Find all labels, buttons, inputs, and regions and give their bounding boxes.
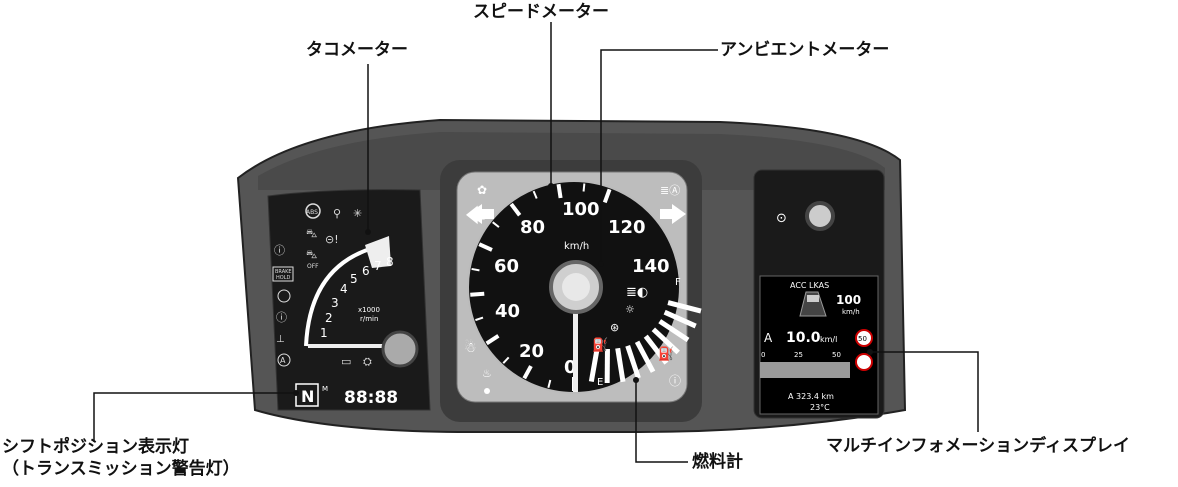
no-overtaking-sign-icon — [856, 354, 872, 370]
mid-economy-prefix: A — [764, 331, 773, 345]
tach-tick-4: 4 — [340, 282, 348, 296]
shift-position-callout-line1: シフトポジション表示灯 — [2, 437, 189, 457]
speed-tick-mark — [558, 184, 560, 198]
tach-tick-6: 6 — [362, 264, 370, 278]
speed-tick-mark — [472, 269, 480, 270]
shift-leader-dot — [293, 390, 299, 396]
speed-sign-value: 50 — [858, 335, 867, 343]
mid-lead-car — [807, 295, 819, 302]
shift-position-callout-line2: （トランスミッション警告灯） — [2, 459, 240, 479]
fuel-empty-label: E — [597, 377, 603, 388]
brake-warning-icon: ⓘ — [274, 244, 285, 257]
mid-assist-labels: ACC LKAS — [790, 281, 829, 290]
mid-temperature: 23°C — [810, 403, 830, 412]
mid-economy-bar — [760, 362, 850, 378]
tach-tick-2: 2 — [325, 311, 333, 325]
oil-level-icon: ⊥ — [276, 334, 285, 345]
speed-label-100: 100 — [562, 199, 600, 220]
left-pod — [268, 190, 430, 410]
tach-tick-8: 8 — [386, 255, 394, 269]
multi-info-display-callout: マルチインフォメーションディスプレイ — [826, 436, 1130, 456]
immobilizer-icon: ♨ — [482, 367, 492, 380]
off-indicator-icon: ⛍ — [306, 248, 317, 261]
tach-tick-5: 5 — [350, 272, 358, 286]
seatbelt-icon: ⚲ — [333, 207, 341, 220]
tach-unit-line2: r/min — [360, 315, 378, 323]
cruise-main-icon: ⊙ — [776, 211, 787, 226]
abs-warning-label: ABS — [306, 209, 318, 216]
tachometer-leader-dot — [365, 229, 371, 235]
speedometer-hub-inner — [562, 273, 590, 301]
headlight-icon: ≣◐ — [626, 285, 648, 300]
speed-label-140: 140 — [632, 256, 670, 277]
auto-idle-label: A — [280, 356, 286, 365]
trip-knob[interactable] — [383, 332, 417, 366]
engine-alert-icon: ⊝! — [325, 233, 339, 246]
tachometer-callout: タコメーター — [306, 40, 408, 60]
fuel-gauge-callout: 燃料計 — [692, 452, 743, 472]
center-pod-indicator-dot — [484, 388, 490, 394]
ambient-leader-dot — [598, 261, 604, 267]
tire-pressure-icon: ✳ — [353, 207, 362, 220]
speed-label-120: 120 — [608, 217, 646, 238]
eco-leaf-icon: ✿ — [477, 183, 487, 197]
ambient-meter-callout: アンビエントメーター — [720, 40, 889, 60]
digital-clock: 88:88 — [344, 388, 398, 408]
multi-info-display: ACC LKAS 100 km/h A 10.0 km/l 50 0 25 50… — [760, 276, 878, 414]
speed-label-20: 20 — [519, 341, 544, 362]
shift-mode-label: M — [322, 385, 328, 393]
fog-lamp-icon: ⊛ — [610, 321, 619, 334]
speed-tick-mark — [470, 294, 484, 295]
tach-needle — [308, 344, 388, 348]
position-lamp-icon: ☼ — [625, 303, 635, 316]
mid-economy-value: 10.0 — [786, 330, 821, 346]
speedometer-leader-dot — [548, 183, 554, 189]
engine-check-icon: ⛭ — [363, 355, 372, 368]
shift-position-display: N M 88:88 — [296, 384, 398, 408]
tach-unit-line1: x1000 — [358, 306, 380, 314]
high-beam-icon: ≣Ⓐ — [660, 184, 680, 197]
mid-scale-0: 0 — [761, 351, 765, 359]
speed-label-40: 40 — [495, 301, 520, 322]
brake-hold-line2: HOLD — [276, 275, 290, 281]
mid-scale-25: 25 — [794, 351, 803, 359]
fuel-leader-dot — [633, 377, 639, 383]
tach-tick-1: 1 — [320, 326, 328, 340]
parking-brake-icon: ⓘ — [276, 311, 287, 324]
speedometer-callout: スピードメーター — [473, 2, 609, 22]
stability-icon: ⛍ — [306, 227, 317, 240]
mid-set-speed: 100 — [836, 293, 861, 307]
airbag-icon: ☃ — [464, 339, 477, 356]
multi-info-leader-dot — [867, 349, 873, 355]
low-fuel-icon: ⛽ — [658, 346, 674, 362]
mid-scale-50: 50 — [832, 351, 841, 359]
brightness-knob[interactable] — [807, 203, 833, 229]
speed-unit-label: km/h — [564, 241, 589, 252]
mid-trip-text: A 323.4 km — [788, 392, 834, 401]
fuel-full-label: F — [675, 277, 681, 288]
fuel-pump-icon: ⛽ — [592, 337, 608, 353]
mid-set-speed-unit: km/h — [842, 308, 860, 316]
speed-label-80: 80 — [520, 217, 545, 238]
speed-tick-mark — [584, 184, 585, 192]
tach-tick-3: 3 — [331, 296, 339, 310]
info-icon: ⓘ — [669, 374, 681, 388]
battery-icon: ▭ — [341, 355, 351, 368]
speed-label-60: 60 — [494, 256, 519, 277]
shift-gear-letter: N — [301, 387, 314, 406]
tach-tick-7: 7 — [374, 259, 382, 273]
mid-economy-unit: km/l — [820, 335, 837, 344]
off-indicator-label: OFF — [307, 263, 319, 270]
